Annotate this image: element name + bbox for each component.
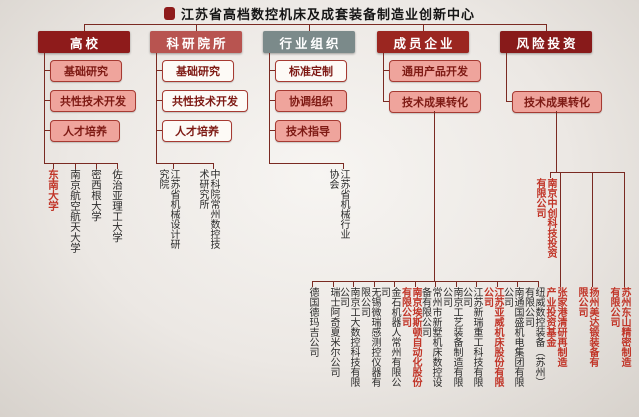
connector-line (434, 111, 435, 281)
connector-line (44, 130, 50, 131)
vc-company-label: 扬州美达锻装备有限公司 (576, 287, 598, 367)
function-box-basic-research: 基础研究 (50, 60, 122, 82)
university-label: 南京航空航天大学 (69, 169, 81, 253)
function-box-talent: 人才培养 (50, 120, 120, 142)
function-box-talent: 人才培养 (162, 120, 232, 142)
vc-company-label: 苏州东山精密制造有限公司 (608, 287, 630, 367)
vc-company-label: 南京中创科技投资有限公司 (534, 178, 556, 258)
university-label: 密西根大学 (90, 169, 102, 222)
connector-line (353, 281, 354, 287)
member-company-label: 江苏新瑞重工科技有限公司 (460, 287, 483, 387)
connector-line (309, 24, 310, 31)
connector-line (423, 24, 424, 31)
member-company-label: 纽威数控装备（苏州）有限公司 (522, 287, 545, 387)
connector-line (624, 172, 625, 287)
connector-line (546, 24, 547, 31)
page-title: 江苏省高档数控机床及成套装备制造业创新中心 (180, 7, 475, 22)
connector-line (312, 281, 538, 282)
header-member-enterprises: 成员企业 (377, 31, 469, 53)
function-box-basic-research: 基础研究 (162, 60, 234, 82)
connector-line (269, 70, 275, 71)
connector-line (383, 53, 384, 102)
member-company-label: 常州市新墅机床数控设备有限公司 (419, 287, 442, 387)
connector-line (84, 24, 85, 31)
function-box-tech-transfer: 技术成果转化 (389, 91, 481, 113)
function-box-tech-transfer: 技术成果转化 (512, 91, 602, 113)
association-label: 江苏省机械行业协会 (327, 169, 349, 239)
connector-line (156, 70, 162, 71)
connector-line (156, 130, 162, 131)
connector-line (476, 281, 477, 287)
connector-line (415, 281, 416, 287)
connector-line (269, 53, 270, 163)
member-company-label: 南京工大数控科技有限公司 (337, 287, 360, 387)
connector-line (592, 172, 593, 287)
connector-line (44, 53, 45, 163)
connector-line (53, 163, 54, 169)
connector-line (343, 163, 344, 169)
connector-line (374, 281, 375, 287)
connector-line (394, 281, 395, 287)
connector-line (44, 100, 50, 101)
connector-line (75, 163, 76, 169)
function-box-common-tech: 共性技术开发 (162, 90, 248, 112)
connector-line (44, 163, 117, 164)
connector-line (156, 100, 162, 101)
connector-line (269, 130, 275, 131)
member-company-label: 无锡微瑞感测控仪器有限公司 (358, 287, 381, 387)
connector-line (96, 163, 97, 169)
function-box-common-tech: 共性技术开发 (50, 90, 136, 112)
member-company-label: 德国德玛吉公司 (307, 287, 318, 357)
header-research-institutes: 科研院所 (150, 31, 242, 53)
connector-line (117, 163, 118, 169)
member-company-label: 南京工艺装备制造有限公司 (440, 287, 463, 387)
vc-company-label: 张家港清研再制造产业投资基金 (544, 287, 566, 367)
connector-line (517, 281, 518, 287)
connector-line (560, 172, 561, 287)
connector-line (456, 281, 457, 287)
member-company-label: 南通国盛机电集团有限公司 (501, 287, 524, 387)
header-venture-capital: 风险投资 (500, 31, 592, 53)
connector-line (312, 281, 313, 287)
member-company-label: 瑞士阿奇夏米尔公司 (328, 287, 339, 377)
page-title-row: 江苏省高档数控机床及成套装备制造业创新中心 (0, 4, 639, 23)
header-universities: 高校 (38, 31, 130, 53)
member-company-label: 江苏亚威机床股份有限公司 (481, 287, 504, 387)
connector-line (156, 163, 213, 164)
university-label: 东南大学 (47, 169, 59, 211)
connector-line (383, 70, 389, 71)
function-box-standards: 标准定制 (275, 60, 347, 82)
connector-line (44, 70, 50, 71)
university-label: 佐治亚理工大学 (111, 169, 123, 243)
connector-line (550, 172, 624, 173)
connector-line (550, 172, 551, 178)
connector-line (383, 101, 389, 102)
institute-label: 江苏省机械设计研究院 (157, 169, 179, 249)
connector-line (435, 281, 436, 287)
connector-line (213, 163, 214, 169)
connector-line (506, 101, 512, 102)
connector-line (196, 24, 197, 31)
function-box-coordination: 协调组织 (275, 90, 347, 112)
connector-line (269, 163, 343, 164)
connector-line (156, 53, 157, 163)
connector-line (506, 53, 507, 102)
function-box-guidance: 技术指导 (275, 120, 341, 142)
top-connector-line (84, 24, 546, 25)
connector-line (269, 100, 275, 101)
member-company-label: 金石机器人常州有限公司 (378, 287, 401, 387)
connector-line (497, 281, 498, 287)
title-bullet-icon (163, 7, 175, 20)
connector-line (333, 281, 334, 287)
connector-line (538, 281, 539, 287)
function-box-product-dev: 通用产品开发 (389, 60, 481, 82)
connector-line (556, 111, 557, 172)
connector-line (173, 163, 174, 169)
institute-label: 中科院常州数控技术研究所 (197, 169, 219, 249)
member-company-label: 南京埃斯顿自动化股份有限公司 (399, 287, 422, 387)
header-industry-organizations: 行业组织 (263, 31, 355, 53)
